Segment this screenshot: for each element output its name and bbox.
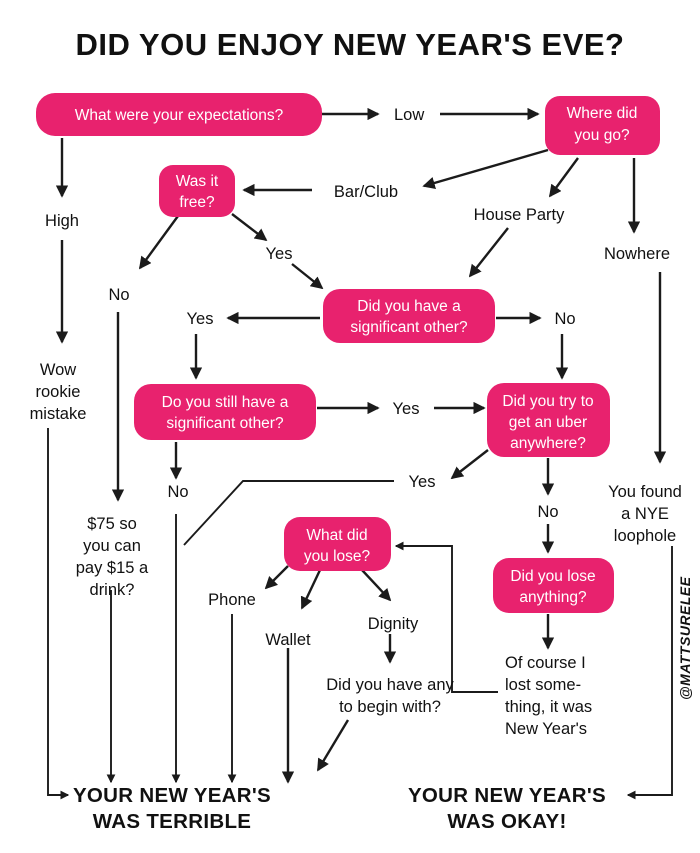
edge-loophole-okay <box>626 546 673 800</box>
edge-label-uber-no: No <box>537 503 558 521</box>
edge-label-wallet: Wallet <box>265 631 311 649</box>
node-lose-line1: What did <box>306 527 367 544</box>
annotation-begin-with: Did you have any to begin with? <box>326 676 454 716</box>
node-uber[interactable]: Did you try to get an uber anywhere? <box>487 383 610 457</box>
outcome-okay-line1: YOUR NEW YEAR'S <box>408 784 606 807</box>
edge-where-houseparty <box>548 157 579 198</box>
outcome-okay-line2: WAS OKAY! <box>447 810 566 833</box>
ofcourse-line2: lost some- <box>505 676 581 694</box>
node-stillso-line1: Do you still have a <box>162 394 289 411</box>
node-free-line1: Was it <box>176 173 219 190</box>
watermark: @MATTSURELEE <box>677 576 693 700</box>
node-where-line1: Where did <box>567 105 638 122</box>
edge-lose-wallet <box>300 569 322 610</box>
edge-lose-dignity <box>361 569 392 602</box>
edge-where-barclub <box>422 148 549 190</box>
edge-label-low: Low <box>394 106 424 124</box>
edge-rookie-terrible <box>47 428 70 800</box>
edge-label-free-yes: Yes <box>266 245 293 263</box>
node-still-significant-other[interactable]: Do you still have a significant other? <box>134 384 316 440</box>
edge-yes-whatdidyoulose <box>183 480 394 546</box>
beginwith-line1: Did you have any <box>326 676 454 694</box>
edge-label-nowhere: Nowhere <box>604 245 670 263</box>
node-free-line2: free? <box>179 194 215 211</box>
node-where-did-you-go[interactable]: Where did you go? <box>545 96 660 155</box>
page-title: DID YOU ENJOY NEW YEAR'S EVE? <box>75 27 624 62</box>
edge-yes-so <box>291 263 324 290</box>
wow-rookie-line2: rookie <box>36 383 81 401</box>
edge-houseparty-so <box>468 227 509 278</box>
node-significant-other[interactable]: Did you have a significant other? <box>323 289 495 343</box>
edge-label-bar-club: Bar/Club <box>334 183 398 201</box>
edge-label-phone: Phone <box>208 591 256 609</box>
edge-lose-phone <box>264 565 289 590</box>
outcome-terrible: YOUR NEW YEAR'S WAS TERRIBLE <box>73 784 271 833</box>
beginwith-line2: to begin with? <box>339 698 441 716</box>
edge-label-stillso-no: No <box>167 483 188 501</box>
node-so-line2: significant other? <box>350 319 468 336</box>
seventyfive-line4: drink? <box>90 581 135 599</box>
edge-label-dignity: Dignity <box>368 615 419 633</box>
annotation-of-course-lost-something: Of course I lost some- thing, it was New… <box>505 654 592 738</box>
loophole-line2: a NYE <box>621 505 669 523</box>
node-uber-line2: get an uber <box>509 414 587 431</box>
edge-label-so-yes: Yes <box>187 310 214 328</box>
edge-label-stillso-yes: Yes <box>393 400 420 418</box>
seventyfive-line1: $75 so <box>87 515 137 533</box>
annotation-wow-rookie-mistake: Wow rookie mistake <box>30 361 87 423</box>
edge-label-free-no: No <box>108 286 129 304</box>
ofcourse-line1: Of course I <box>505 654 586 672</box>
edge-label-uber-yes: Yes <box>409 473 436 491</box>
node-loseanything-line1: Did you lose <box>510 568 595 585</box>
loophole-line1: You found <box>608 483 682 501</box>
annotation-seventy-five-dollars: $75 so you can pay $15 a drink? <box>76 515 149 599</box>
node-so-line1: Did you have a <box>357 298 461 315</box>
edge-free-no <box>138 215 179 270</box>
edge-ofcourse-whatdidyoulose <box>394 541 498 693</box>
edge-label-house-party: House Party <box>474 206 566 224</box>
node-was-it-free[interactable]: Was it free? <box>159 165 235 217</box>
node-lose-anything[interactable]: Did you lose anything? <box>493 558 614 613</box>
wow-rookie-line3: mistake <box>30 405 87 423</box>
edge-beginwith-terrible <box>316 719 350 772</box>
wow-rookie-line1: Wow <box>40 361 76 379</box>
ofcourse-line4: New Year's <box>505 720 587 738</box>
node-uber-line3: anywhere? <box>510 435 586 452</box>
outcome-terrible-line1: YOUR NEW YEAR'S <box>73 784 271 807</box>
node-stillso-line2: significant other? <box>166 415 284 432</box>
edge-label-high: High <box>45 212 79 230</box>
connector-layer <box>47 107 673 800</box>
annotation-nye-loophole: You found a NYE loophole <box>608 483 682 545</box>
ofcourse-line3: thing, it was <box>505 698 592 716</box>
node-loseanything-line2: anything? <box>519 589 587 606</box>
seventyfive-line3: pay $15 a <box>76 559 149 577</box>
edge-label-so-no: No <box>554 310 575 328</box>
outcome-okay: YOUR NEW YEAR'S WAS OKAY! <box>408 784 606 833</box>
edge-uber-yes <box>450 449 489 480</box>
node-expectations-label: What were your expectations? <box>75 107 284 124</box>
edge-free-yes <box>231 213 268 242</box>
outcome-terrible-line2: WAS TERRIBLE <box>93 810 252 833</box>
node-uber-line1: Did you try to <box>502 393 593 410</box>
node-what-did-you-lose[interactable]: What did you lose? <box>284 517 391 571</box>
node-lose-line2: you lose? <box>304 548 371 565</box>
seventyfive-line2: you can <box>83 537 141 555</box>
loophole-line3: loophole <box>614 527 676 545</box>
node-where-line2: you go? <box>574 127 630 144</box>
node-expectations[interactable]: What were your expectations? <box>36 93 322 136</box>
